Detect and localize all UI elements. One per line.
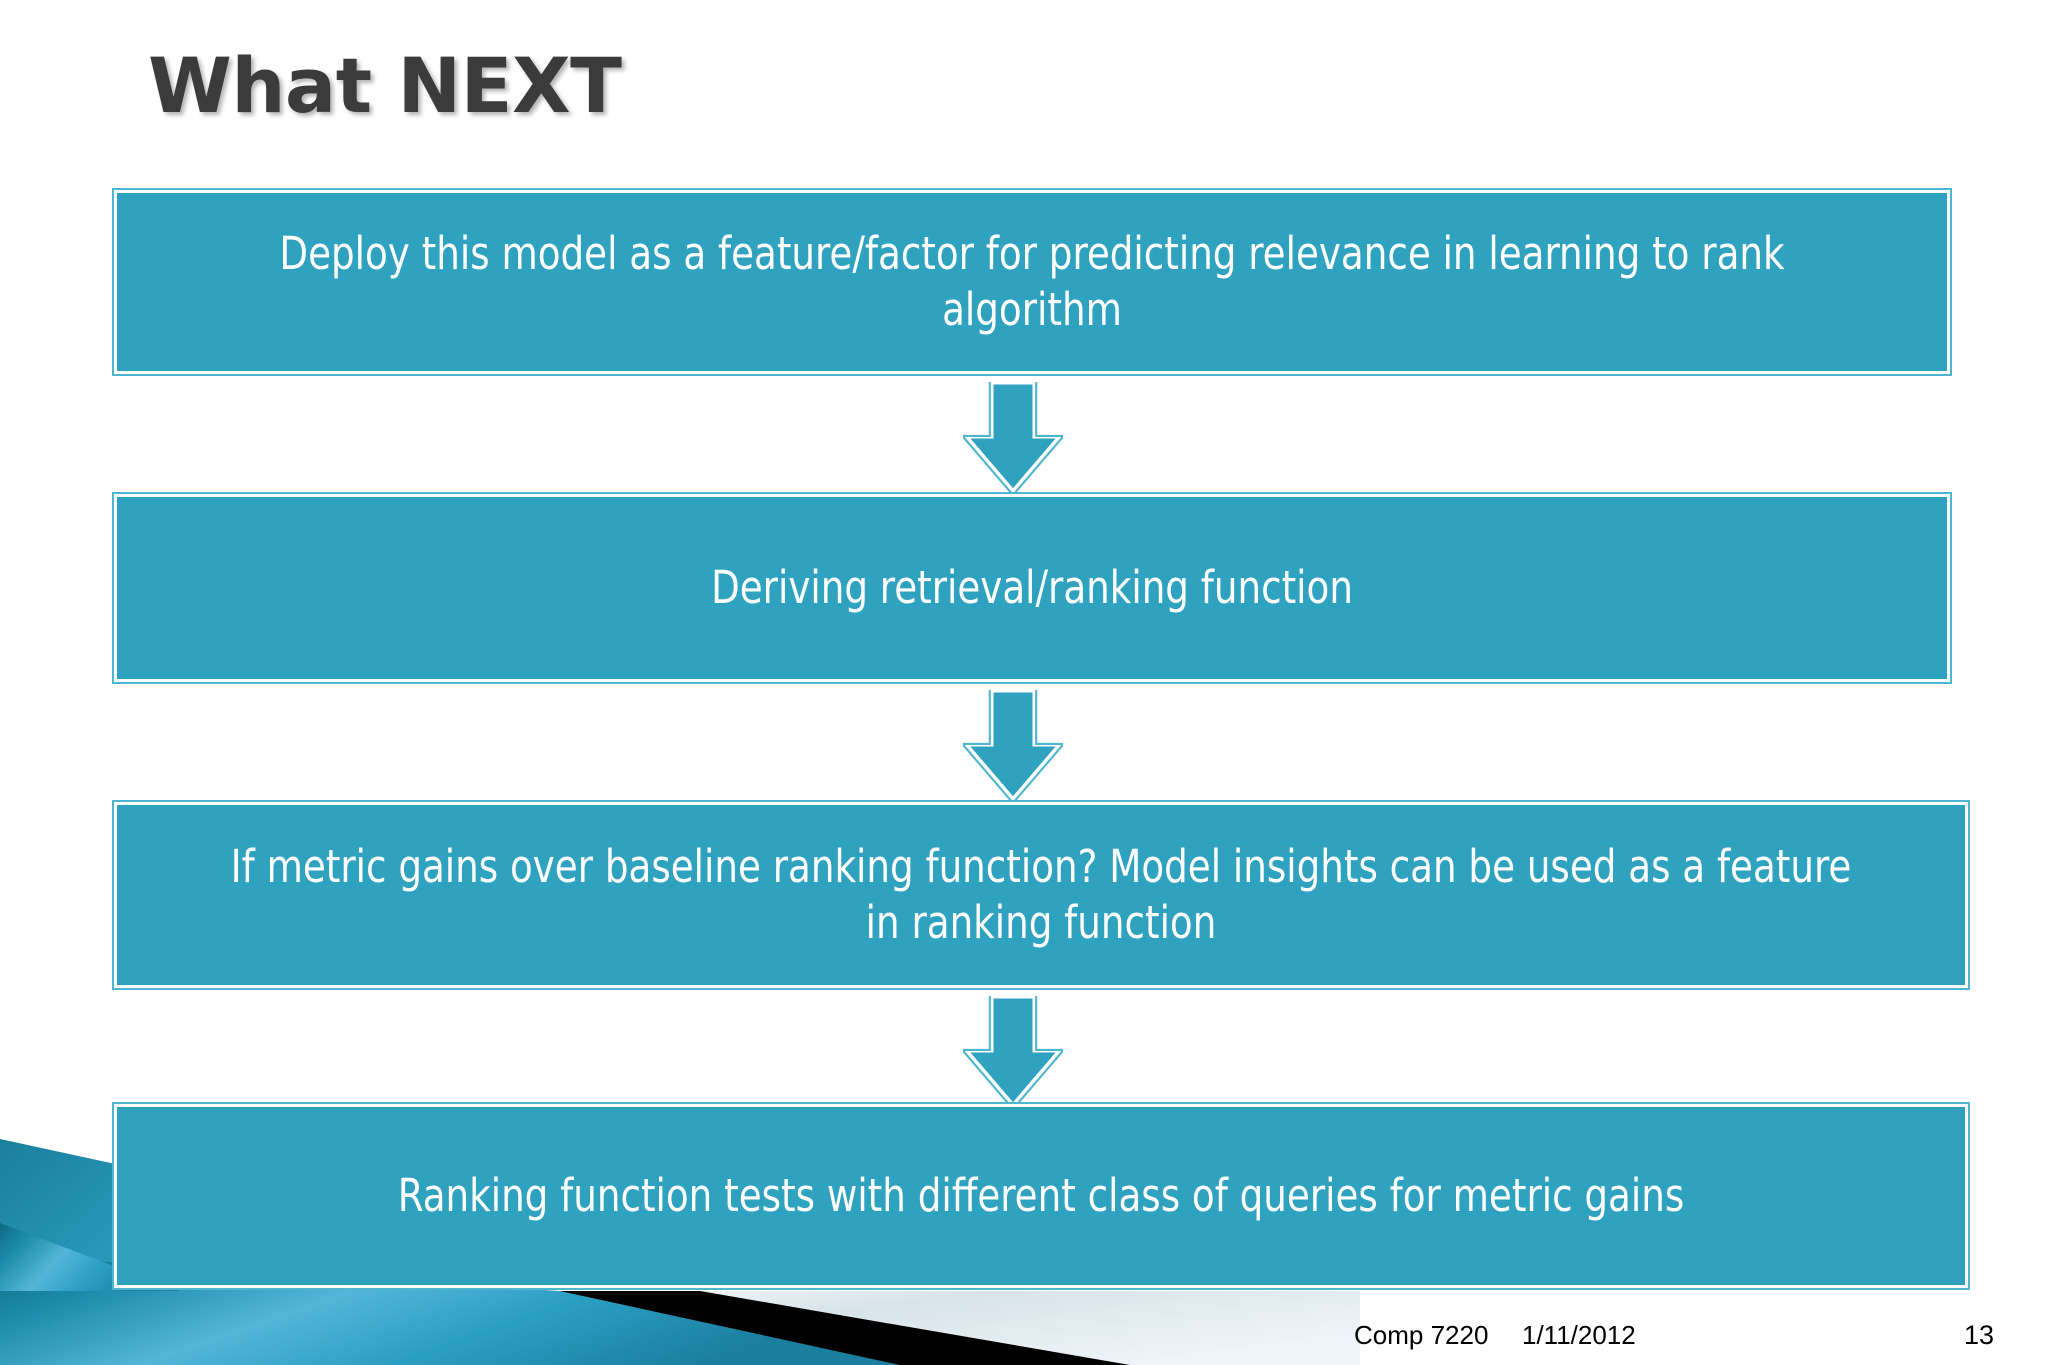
flow-box-1[interactable]: Deploy this model as a feature/factor fo… <box>112 188 1952 376</box>
flow-box-2[interactable]: Deriving retrieval/ranking function <box>112 492 1952 684</box>
slide-footer: Comp 7220 1/11/2012 13 <box>1354 1318 1994 1358</box>
footer-course-label: Comp 7220 <box>1354 1320 1489 1350</box>
flow-box-2-label: Deriving retrieval/ranking function <box>711 560 1353 614</box>
down-arrow-icon <box>963 690 1063 802</box>
down-arrow-icon <box>963 996 1063 1108</box>
flow-box-1-label: Deploy this model as a feature/factor fo… <box>279 226 1785 336</box>
footer-page-number: 13 <box>1963 1320 1994 1350</box>
flow-box-3[interactable]: If metric gains over baseline ranking fu… <box>112 800 1970 990</box>
down-arrow-icon <box>963 382 1063 494</box>
flow-box-3-label: If metric gains over baseline ranking fu… <box>230 839 1852 949</box>
page-title: What NEXT <box>148 41 622 130</box>
flow-box-4[interactable]: Ranking function tests with different cl… <box>112 1102 1970 1290</box>
footer-date-label: 1/11/2012 <box>1522 1320 1636 1350</box>
flow-box-4-label: Ranking function tests with different cl… <box>397 1168 1685 1222</box>
